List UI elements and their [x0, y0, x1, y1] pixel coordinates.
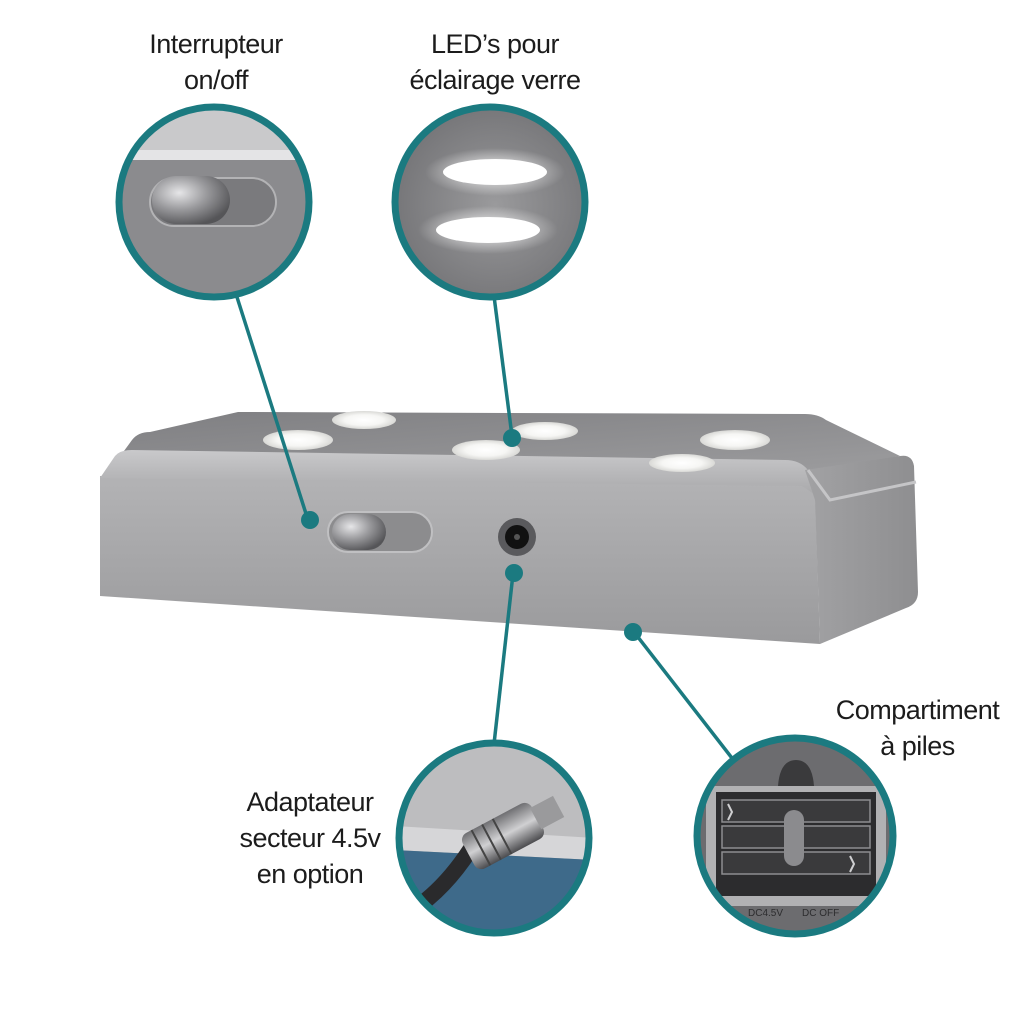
switch-label-line2: on/off	[183, 65, 249, 95]
switch-callout-label: Interrupteur on/off	[126, 26, 306, 98]
battery-marking-off: DC OFF	[802, 908, 839, 919]
battery-callout-line	[632, 630, 737, 764]
on-off-switch[interactable]	[327, 511, 433, 553]
battery-zoom-circle: DC4.5V DC OFF	[693, 734, 897, 938]
led-light	[700, 430, 770, 450]
power-jack[interactable]	[498, 518, 536, 556]
led-base-device	[100, 411, 918, 644]
battery-callout-label: Compartiment à piles	[830, 692, 1005, 764]
led-lights	[263, 411, 770, 472]
battery-callout-dot	[624, 623, 642, 641]
callout-lines	[234, 293, 737, 764]
adapter-callout-line	[492, 573, 515, 745]
led-light	[649, 454, 715, 472]
battery-label-line1: Compartiment	[835, 695, 1000, 725]
adapter-label-line1: Adaptateur	[246, 787, 374, 817]
device-bevel	[100, 450, 820, 498]
led-zoom-light	[436, 217, 540, 243]
led-light	[512, 422, 578, 440]
battery-marking-dc: DC4.5V	[748, 908, 783, 919]
leds-label-line2: éclairage verre	[409, 65, 581, 95]
battery-label-line2: à piles	[880, 731, 955, 761]
callout-dots	[301, 429, 642, 641]
led-light	[332, 411, 396, 429]
leds-callout-line	[492, 295, 514, 437]
adapter-label-line2: secteur 4.5v	[239, 823, 381, 853]
device-right-face	[805, 455, 918, 644]
adapter-callout-dot	[505, 564, 523, 582]
leds-callout-label: LED’s pour éclairage verre	[395, 26, 595, 98]
switch-callout-dot	[301, 511, 319, 529]
led-zoom-light	[443, 159, 547, 185]
switch-knob[interactable]	[332, 514, 386, 550]
adapter-label-line3: en option	[256, 859, 364, 889]
led-light	[263, 430, 333, 450]
adapter-callout-label: Adaptateur secteur 4.5v en option	[215, 784, 405, 892]
device-front-face	[100, 476, 820, 644]
leds-callout-dot	[503, 429, 521, 447]
switch-callout-line	[234, 293, 310, 521]
switch-zoom-circle	[115, 103, 313, 301]
switch-label-line1: Interrupteur	[149, 29, 283, 59]
switch-zoom-knob	[152, 176, 230, 224]
leds-zoom-circle	[391, 103, 589, 301]
adapter-zoom-circle	[395, 739, 593, 937]
leds-label-line1: LED’s pour	[430, 29, 560, 59]
led-light	[452, 440, 520, 460]
